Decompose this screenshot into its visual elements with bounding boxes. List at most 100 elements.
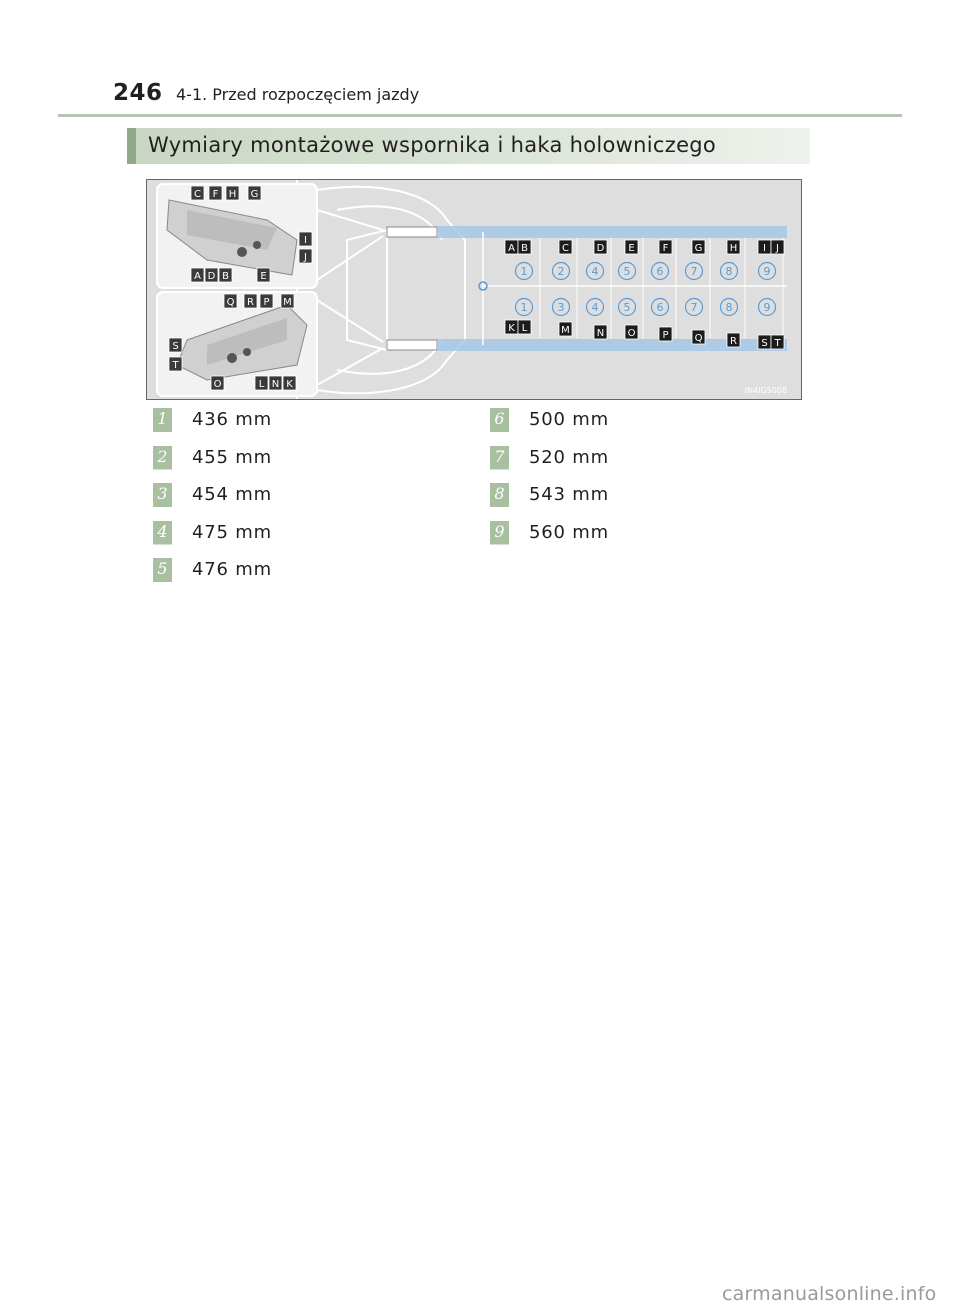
lower-inset-label-T: T <box>168 356 183 372</box>
svg-text:5: 5 <box>624 265 631 278</box>
svg-text:N: N <box>597 328 604 339</box>
item-number-marker: 3 <box>153 483 178 507</box>
lower-inset-label-M: M <box>280 293 295 309</box>
lower-dimension-ref-8: 8 <box>719 297 739 317</box>
svg-text:H: H <box>229 189 237 200</box>
lower-dimension-ref-3: 3 <box>551 297 571 317</box>
lower-inset-label-S: S <box>168 337 183 353</box>
item-number: 2 <box>157 446 168 466</box>
item-number: 9 <box>494 521 505 541</box>
dimension-item-2: 2 455 mm <box>153 445 353 470</box>
upper-inset-label-E: E <box>256 267 271 283</box>
header-rule <box>58 114 902 117</box>
svg-text:K: K <box>286 379 293 390</box>
upper-dimension-ref-4: 4 <box>585 261 605 281</box>
svg-text:Q: Q <box>227 297 235 308</box>
item-number-marker: 7 <box>490 445 515 470</box>
upper-dimension-ref-1: 1 <box>514 261 534 281</box>
upper-dimension-ref-6: 6 <box>650 261 670 281</box>
lower-dimension-ref-4: 4 <box>585 297 605 317</box>
svg-text:L: L <box>522 323 528 334</box>
upper-inset-label-I: I <box>298 231 313 247</box>
lower-dimension-ref-1: 1 <box>514 297 534 317</box>
lower-row-label-O: O <box>624 324 639 340</box>
upper-dimension-ref-9: 9 <box>757 261 777 281</box>
marker-shape <box>153 408 172 432</box>
upper-dimension-ref-8: 8 <box>719 261 739 281</box>
svg-text:N: N <box>272 379 279 390</box>
reference-point <box>478 281 488 291</box>
svg-text:7: 7 <box>691 301 698 314</box>
lower-row-label-Q: Q <box>691 329 706 345</box>
lower-row-label-S: S <box>757 334 772 350</box>
svg-text:B: B <box>521 243 528 254</box>
svg-text:8: 8 <box>726 265 733 278</box>
upper-row-label-B: B <box>517 239 532 255</box>
marker-shape <box>490 408 509 432</box>
dimension-item-7: 7 520 mm <box>490 445 690 470</box>
svg-text:9: 9 <box>764 265 771 278</box>
lower-dimension-ref-7: 7 <box>684 297 704 317</box>
svg-text:5: 5 <box>624 301 631 314</box>
svg-text:1: 1 <box>521 301 528 314</box>
svg-text:H: H <box>730 243 738 254</box>
svg-text:E: E <box>260 271 266 282</box>
svg-text:O: O <box>214 379 222 390</box>
dimension-value: 560 mm <box>529 521 609 543</box>
upper-row-label-A: A <box>504 239 519 255</box>
upper-row-label-G: G <box>691 239 706 255</box>
item-number: 3 <box>157 484 168 503</box>
upper-row-label-C: C <box>558 239 573 255</box>
svg-text:F: F <box>213 189 219 200</box>
item-number: 7 <box>494 446 505 466</box>
section-heading-bar: Wymiary montażowe wspornika i haka holow… <box>127 128 810 164</box>
svg-text:2: 2 <box>558 265 565 278</box>
svg-text:S: S <box>761 338 767 349</box>
svg-text:J: J <box>775 243 779 254</box>
lower-row-label-T: T <box>770 334 785 350</box>
svg-text:R: R <box>730 336 737 347</box>
item-number-marker: 9 <box>490 520 515 545</box>
lower-row-label-R: R <box>726 332 741 348</box>
marker-shape <box>153 558 172 582</box>
running-head: 4-1. Przed rozpoczęciem jazdy <box>176 85 420 104</box>
dimension-value: 475 mm <box>192 521 272 543</box>
dimension-item-3: 3 454 mm <box>153 483 353 507</box>
dimension-value: 476 mm <box>192 559 272 580</box>
item-number-marker: 2 <box>153 445 178 470</box>
svg-text:B: B <box>222 271 229 282</box>
upper-row-label-J: J <box>770 239 785 255</box>
svg-text:T: T <box>171 360 179 371</box>
upper-inset-label-J: J <box>298 248 313 264</box>
svg-text:I: I <box>304 235 307 246</box>
svg-text:S: S <box>172 341 178 352</box>
marker-shape <box>153 520 172 545</box>
item-number: 1 <box>157 409 168 428</box>
lower-inset-label-L: L <box>254 375 269 391</box>
item-number: 6 <box>494 409 505 428</box>
svg-text:4: 4 <box>592 301 599 314</box>
lower-inset-label-Q: Q <box>223 293 238 309</box>
svg-text:E: E <box>628 243 634 254</box>
lower-row-label-N: N <box>593 324 608 340</box>
lower-row-label-K: K <box>504 319 519 335</box>
dimension-value: 454 mm <box>192 484 272 505</box>
dimension-value: 455 mm <box>192 446 272 468</box>
upper-inset-label-C: C <box>190 185 205 201</box>
item-number-marker: 6 <box>490 408 515 432</box>
svg-text:7: 7 <box>691 265 698 278</box>
marker-shape <box>490 483 509 507</box>
zoom-lines <box>316 209 384 386</box>
svg-text:G: G <box>251 189 259 200</box>
upper-detail-inset <box>156 183 318 289</box>
lower-row-label-M: M <box>558 321 573 337</box>
upper-inset-label-H: H <box>225 185 240 201</box>
dimension-value: 520 mm <box>529 446 609 468</box>
svg-text:P: P <box>263 297 269 308</box>
svg-text:8: 8 <box>726 301 733 314</box>
